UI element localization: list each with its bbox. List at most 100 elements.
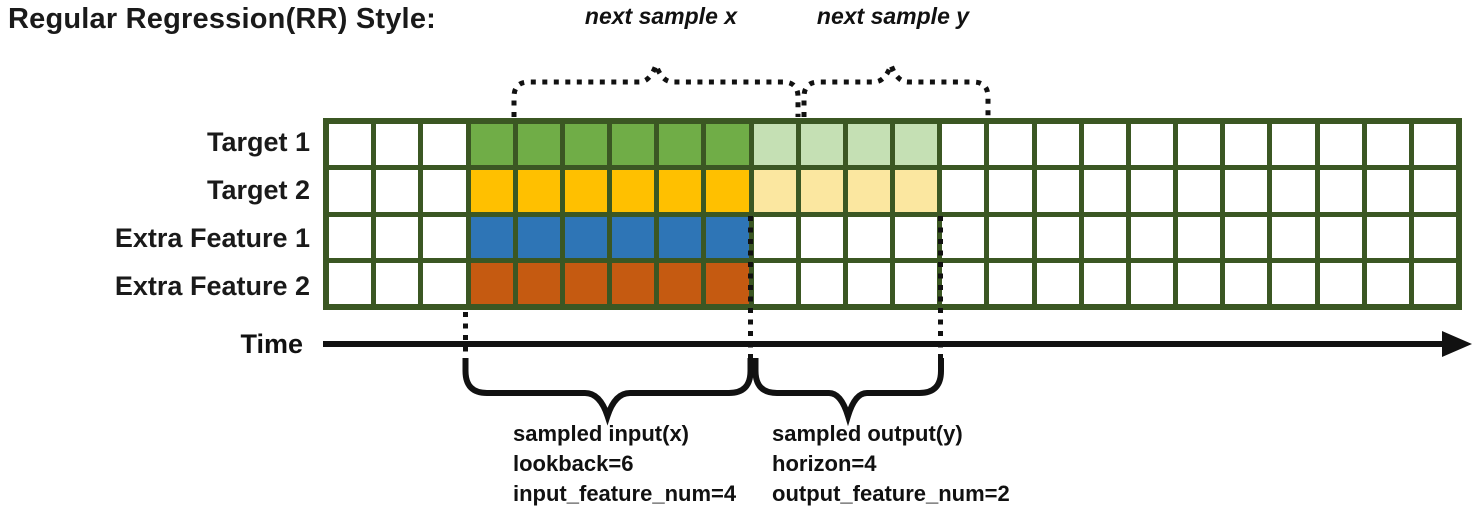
grid-cell-white [1225,124,1268,166]
grid-cell-white [1413,124,1456,166]
grid-cell-white [1083,262,1126,304]
grid-cell-white [1319,216,1362,258]
grid-cell-gold_light [800,170,843,212]
grid-cell-white [847,216,890,258]
sampled-output-brace [752,358,944,427]
grid-cell-orange [612,262,655,304]
grid-cell-white [1130,124,1173,166]
grid-cell-white [847,262,890,304]
grid-cell-white [1178,262,1221,304]
row-label-extra-feature-2: Extra Feature 2 [114,271,310,301]
grid-cell-blue [706,216,749,258]
grid-cell-white [989,124,1032,166]
grid-cell-orange [470,262,513,304]
sample-grid [323,118,1462,310]
grid-cell-green [612,124,655,166]
grid-cell-white [800,262,843,304]
grid-cell-white [1178,124,1221,166]
grid-cell-blue [517,216,560,258]
grid-cell-white [329,170,372,212]
grid-cell-white [1130,170,1173,212]
sampled-output-note: sampled output(y) horizon=4 output_featu… [772,419,1010,509]
grid-cell-white [1225,170,1268,212]
grid-cell-white [1272,262,1315,304]
grid-cell-green_light [847,124,890,166]
sampled-input-brace [462,358,754,426]
grid-cell-white [1130,262,1173,304]
sampled-output-title: sampled output(y) [772,421,963,446]
grid-cell-green_light [895,124,938,166]
grid-cell-white [800,216,843,258]
grid-cell-gold [659,170,702,212]
grid-cell-orange [706,262,749,304]
grid-cell-white [1083,170,1126,212]
grid-cell-white [1272,124,1315,166]
grid-cell-orange [659,262,702,304]
grid-cell-white [376,262,419,304]
grid-cell-white [1272,170,1315,212]
grid-cell-white [1366,216,1409,258]
row-label-target-2: Target 2 [206,175,310,205]
grid-cell-blue [612,216,655,258]
grid-cell-orange [564,262,607,304]
grid-cell-white [329,216,372,258]
row-label-extra-feature-1: Extra Feature 1 [114,223,310,253]
grid-cell-white [895,216,938,258]
grid-cell-green [470,124,513,166]
grid-cell-blue [564,216,607,258]
grid-cell-white [1366,124,1409,166]
grid-cell-gold_light [895,170,938,212]
grid-cell-white [1083,216,1126,258]
grid-cell-white [329,262,372,304]
grid-cell-gold [612,170,655,212]
grid-cell-white [1319,124,1362,166]
grid-cell-gold [706,170,749,212]
time-axis-arrowhead [1442,331,1472,357]
grid-cell-white [1366,170,1409,212]
grid-cell-white [1225,262,1268,304]
grid-cell-white [423,170,466,212]
grid-cell-white [376,170,419,212]
grid-cell-gold_light [753,170,796,212]
input-feature-num-value: input_feature_num=4 [513,481,737,506]
grid-cell-white [423,124,466,166]
grid-cell-white [329,124,372,166]
grid-cell-white [942,216,985,258]
grid-cell-white [376,216,419,258]
grid-cell-white [753,262,796,304]
grid-cell-white [1178,216,1221,258]
horizon-value: horizon=4 [772,451,877,476]
grid-cell-white [989,216,1032,258]
grid-cell-white [423,262,466,304]
grid-cell-white [1036,216,1079,258]
grid-cell-white [942,170,985,212]
grid-cell-white [1413,216,1456,258]
grid-cell-green_light [753,124,796,166]
grid-cell-orange [517,262,560,304]
grid-cell-white [423,216,466,258]
grid-cell-gold_light [847,170,890,212]
grid-cell-green [659,124,702,166]
grid-cell-white [1036,124,1079,166]
grid-cell-white [1225,216,1268,258]
grid-cell-gold [517,170,560,212]
output-feature-num-value: output_feature_num=2 [772,481,1010,506]
grid-cell-green [706,124,749,166]
grid-cell-blue [659,216,702,258]
lookback-value: lookback=6 [513,451,634,476]
grid-cell-green [517,124,560,166]
grid-cell-white [1178,170,1221,212]
grid-cell-white [1036,262,1079,304]
grid-cell-white [1036,170,1079,212]
grid-cell-white [1413,262,1456,304]
grid-cell-white [753,216,796,258]
sampled-input-note: sampled input(x) lookback=6 input_featur… [513,419,736,509]
grid-cell-gold [564,170,607,212]
grid-cell-white [1130,216,1173,258]
grid-cell-white [989,262,1032,304]
next-sample-x-brace [511,57,801,117]
grid-cell-white [1272,216,1315,258]
grid-cell-white [1319,170,1362,212]
